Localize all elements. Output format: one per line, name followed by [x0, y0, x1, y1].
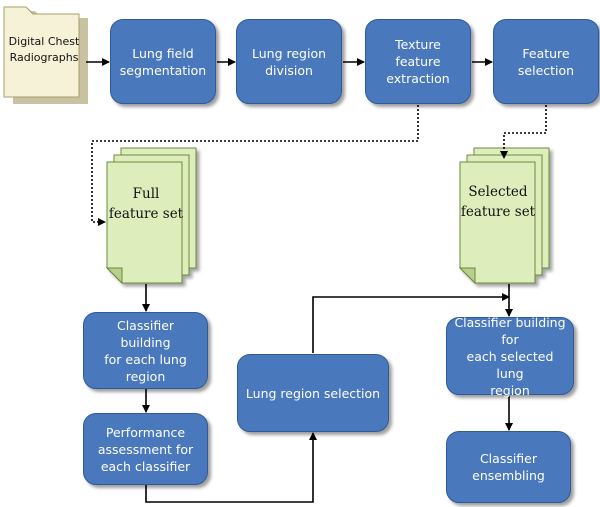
- lung-field-segmentation-step: Lung field segmentation: [110, 19, 216, 104]
- classifier-building-selected-region-step: Classifier building for each selected lu…: [446, 315, 574, 398]
- radiographs-folder-icon: [3, 6, 88, 104]
- texture-feature-extraction-step: Texture feature extraction: [365, 19, 471, 104]
- lung-region-selection-step: Lung region selection: [237, 354, 389, 432]
- selected-feature-set-document-icon: [458, 147, 550, 285]
- full-feature-set-label: Full feature set: [108, 186, 184, 222]
- classifier-ensembling-step: Classifier ensembling: [446, 431, 571, 503]
- radiographs-label: Digital Chest Radiographs: [8, 35, 80, 64]
- dotted-arrow-texture-to-full-set: [91, 105, 419, 226]
- performance-assessment-step: Performance assessment for each classifi…: [83, 413, 208, 485]
- lung-region-division-step: Lung region division: [236, 19, 342, 104]
- classifier-building-each-region-step: Classifier building for each lung region: [83, 312, 208, 389]
- selected-feature-set-label: Selected feature set: [460, 184, 536, 220]
- arrow-performance-to-region-selection: [145, 432, 317, 503]
- feature-selection-step: Feature selection: [493, 19, 599, 104]
- arrow-region-selection-to-selected-flow: [312, 293, 510, 353]
- dotted-arrow-selection-to-selected-set: [500, 105, 547, 159]
- full-feature-set-document-icon: [105, 147, 197, 285]
